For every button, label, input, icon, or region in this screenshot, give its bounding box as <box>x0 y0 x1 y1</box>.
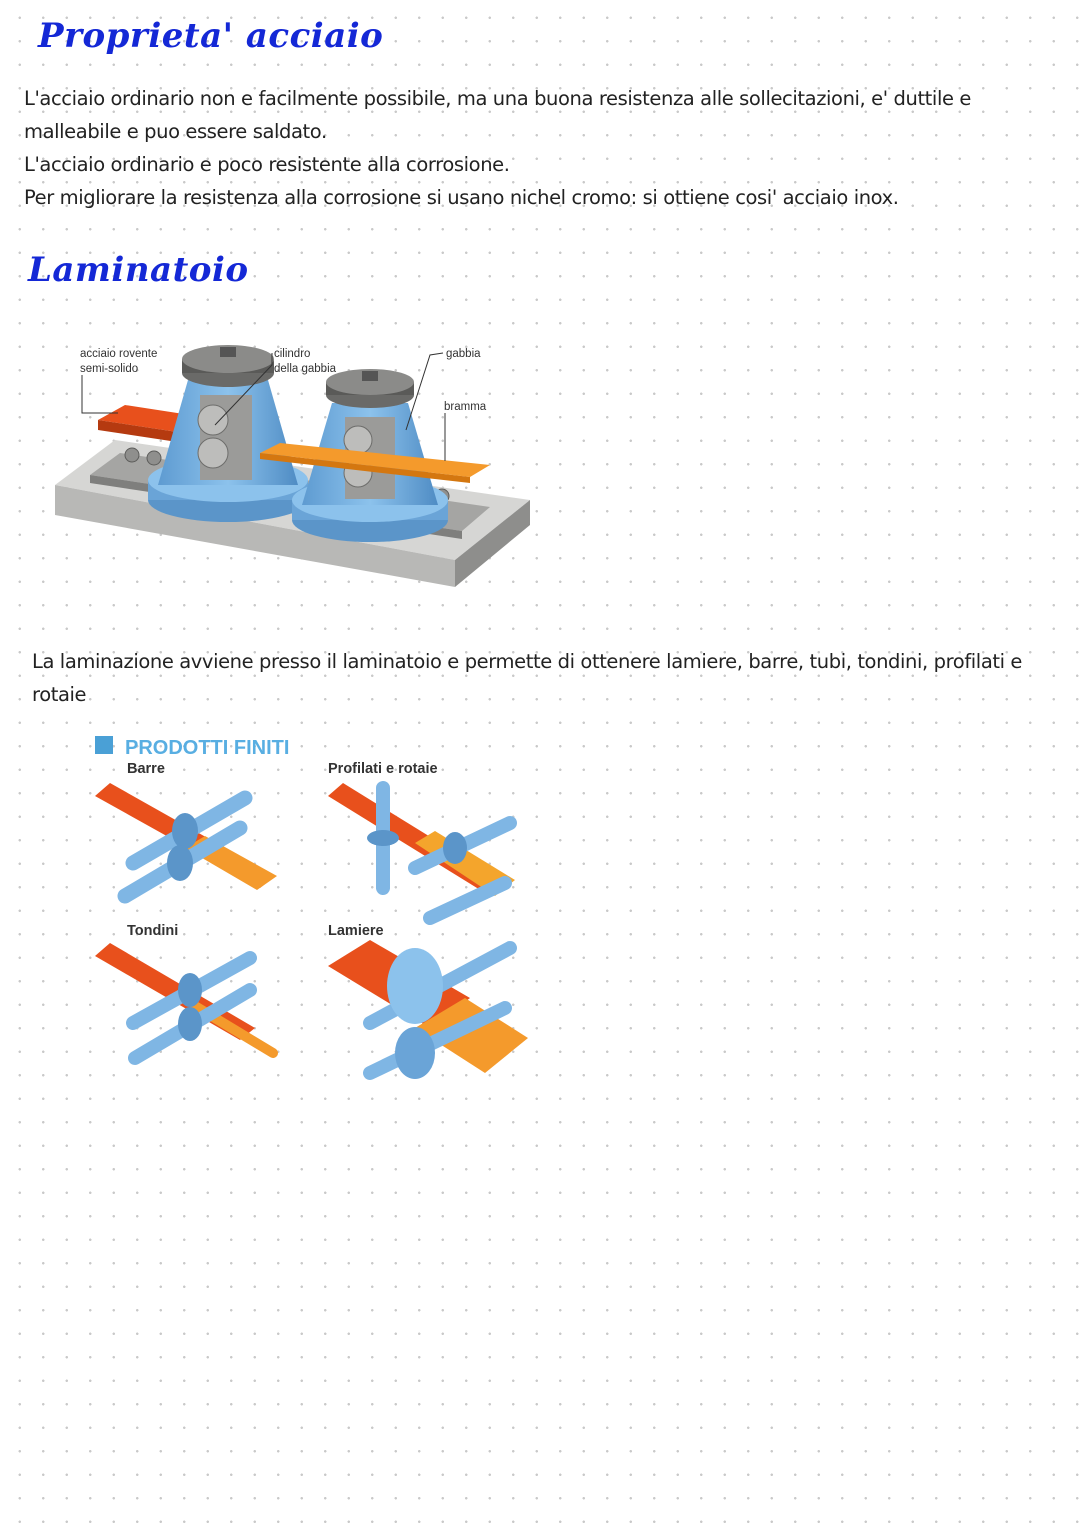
label-slab: bramma <box>444 401 487 413</box>
label-hot-steel-1: acciaio rovente <box>80 348 157 360</box>
section-title-rolling-mill: Laminatoio <box>28 250 249 290</box>
label-bars: Barre <box>127 761 165 777</box>
section-title-steel-properties: Proprieta' acciaio <box>38 16 384 56</box>
label-cylinder-2: della gabbia <box>274 363 337 375</box>
mill-base-side <box>455 500 530 587</box>
rolling-mill-diagram: acciaio rovente semi-solido cilindro del… <box>55 345 530 587</box>
label-hot-steel-2: semi-solido <box>80 363 138 375</box>
slab-bar <box>260 443 490 477</box>
steel-properties-line-3: Per migliorare la resistenza alla corros… <box>24 186 899 209</box>
steel-properties-text: L'acciaio ordinario non e facilmente pos… <box>24 82 1054 214</box>
finished-products-diagram: PRODOTTI FINITI Barre Profilati e rotaie… <box>95 736 528 1080</box>
products-header-square <box>95 736 113 754</box>
rolling-description-text: La laminazione avviene presso il laminat… <box>32 650 1023 706</box>
steel-properties-line-1: L'acciaio ordinario non e facilmente pos… <box>24 87 971 143</box>
roll-stand-1 <box>148 345 308 522</box>
rods-illustration <box>95 943 278 1065</box>
label-cage: gabbia <box>446 348 481 360</box>
profiles-illustration <box>328 781 517 925</box>
roll-stand-2 <box>292 369 448 542</box>
steel-properties-line-2: L'acciaio ordinario e poco resistente al… <box>24 153 510 176</box>
mill-base-front <box>55 485 455 587</box>
sheets-illustration <box>328 940 528 1080</box>
bars-illustration <box>95 783 277 904</box>
products-header: PRODOTTI FINITI <box>125 737 289 759</box>
label-rods: Tondini <box>127 923 178 939</box>
label-profiles: Profilati e rotaie <box>328 761 438 777</box>
label-sheets: Lamiere <box>328 923 384 939</box>
label-cylinder-1: cilindro <box>274 348 310 360</box>
